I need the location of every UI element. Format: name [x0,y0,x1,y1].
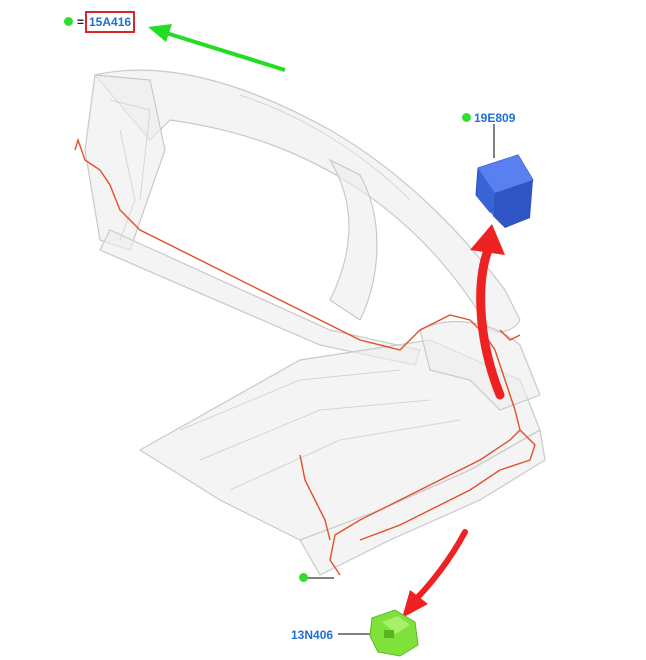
green-arrow [148,24,286,72]
legend-ref-15A416[interactable]: 15A416 [84,11,136,33]
red-arrow-to-connector [402,529,468,618]
control-module-19E809[interactable] [475,124,534,228]
ground-point-dot [299,573,308,582]
part-13N406-label[interactable]: 13N406 [291,628,334,642]
part-19E809-label[interactable]: 19E809 [474,111,516,125]
red-arrow-to-module [470,224,505,400]
connector-13N406[interactable] [338,609,419,657]
legend-equals: = [77,15,85,29]
legend-dot [64,17,73,26]
body-detail-lines [109,94,461,491]
part-19E809-dot [462,113,471,122]
wiring-harness [74,137,536,576]
